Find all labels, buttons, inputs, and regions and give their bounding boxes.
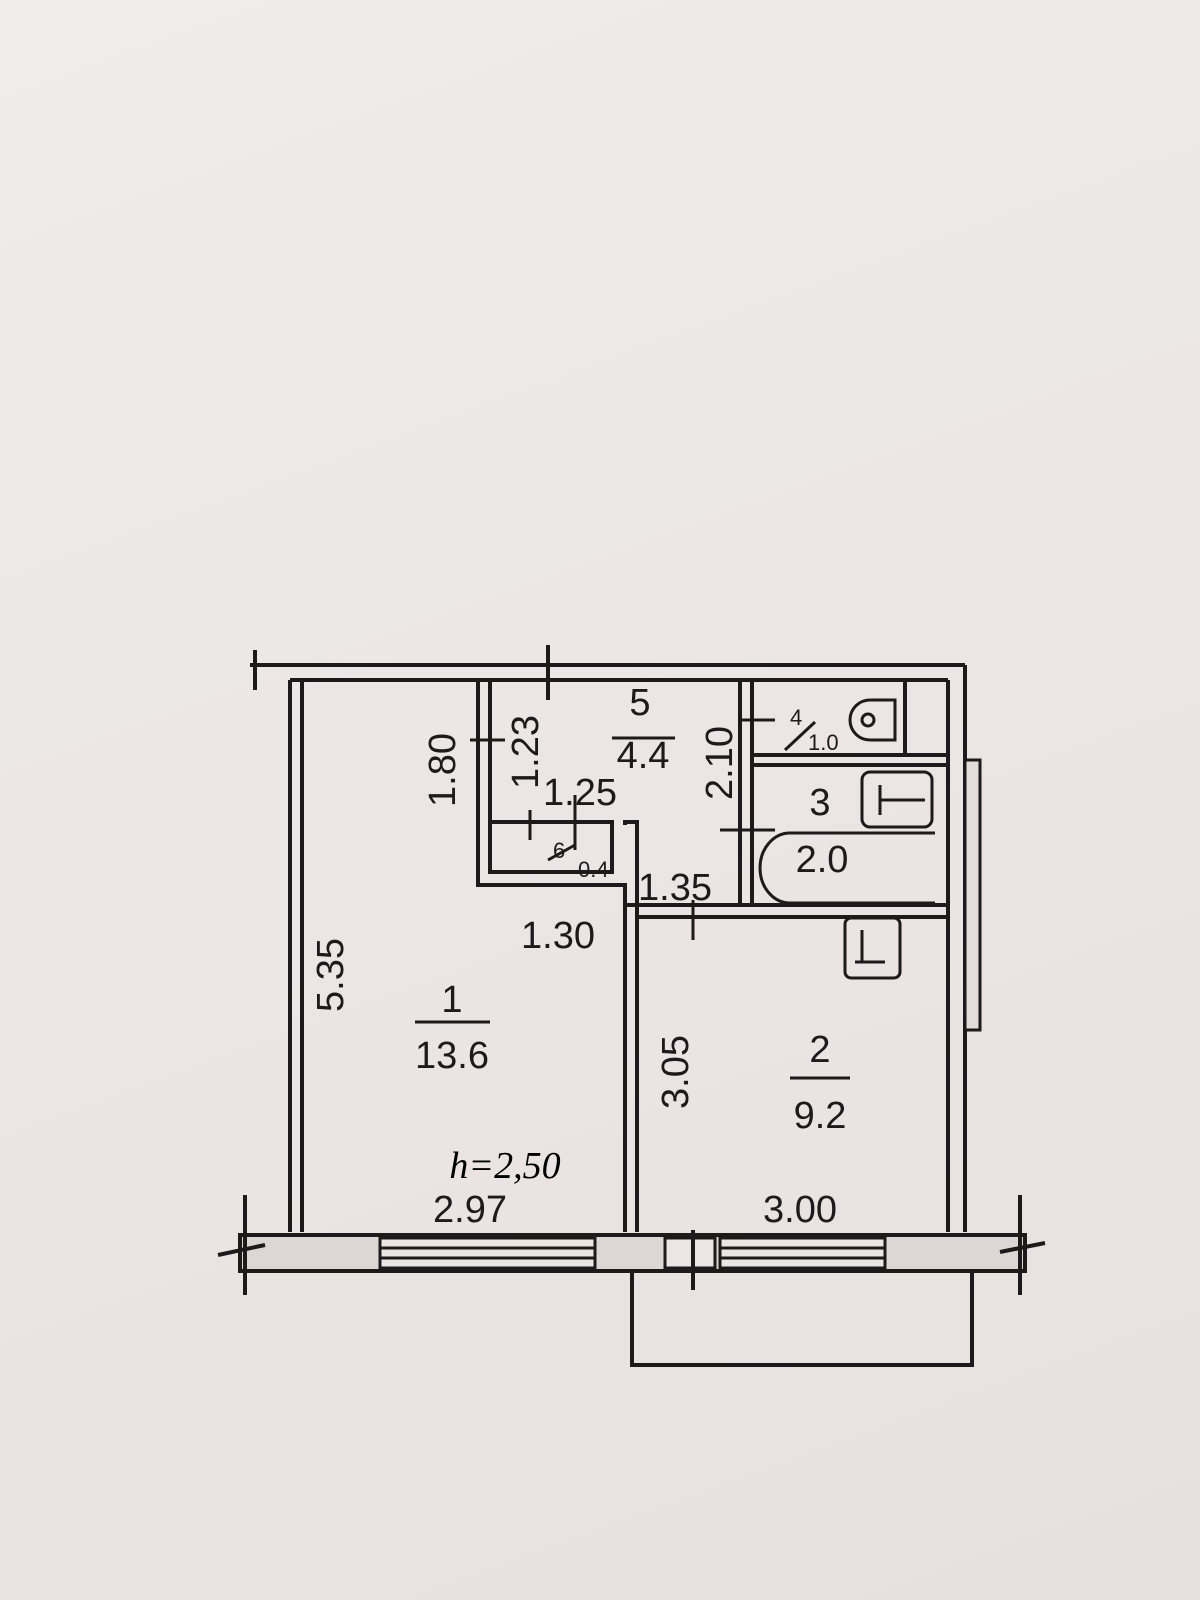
dim-room2-width: 3.00 [763,1189,837,1231]
dim-corridor-length: 2.10 [699,726,741,800]
dim-corridor-width: 1.35 [638,867,712,909]
toilet-bowl-icon [860,712,876,728]
fixtures [547,698,935,980]
room-2-number: 2 [809,1029,830,1071]
dim-hall-width: 1.25 [543,772,617,814]
dim-hall-depth: 1.23 [505,715,547,789]
toilet-icon [848,698,897,742]
dim-closet-width: 1.30 [521,915,595,957]
room-1-area: 13.6 [415,1035,489,1077]
bathtub-icon [758,831,935,905]
room-3-area: 2.0 [796,839,849,881]
room-6-area: 0.4 [578,857,609,882]
labels: 1 13.6 2 9.2 3 2.0 4 1.0 5 4.4 6 0.4 h=2… [310,682,850,1231]
room-4-area: 1.0 [808,730,839,755]
stove-icon [843,916,902,980]
room-6-number: 6 [553,838,565,863]
dim-room2-length: 3.05 [655,1035,697,1109]
room-2-area: 9.2 [794,1095,847,1137]
dim-room1-length: 5.35 [310,938,352,1012]
room-4-number: 4 [790,705,802,730]
ceiling-height: h=2,50 [449,1145,560,1187]
sink-icon [860,770,934,829]
room-5-number: 5 [629,682,650,724]
room-1-number: 1 [441,979,462,1021]
dim-closet-depth: 1.80 [422,733,464,807]
walls [217,645,1046,1367]
dim-room1-width: 2.97 [433,1189,507,1231]
room-3-number: 3 [809,782,830,824]
room-5-area: 4.4 [617,735,670,777]
